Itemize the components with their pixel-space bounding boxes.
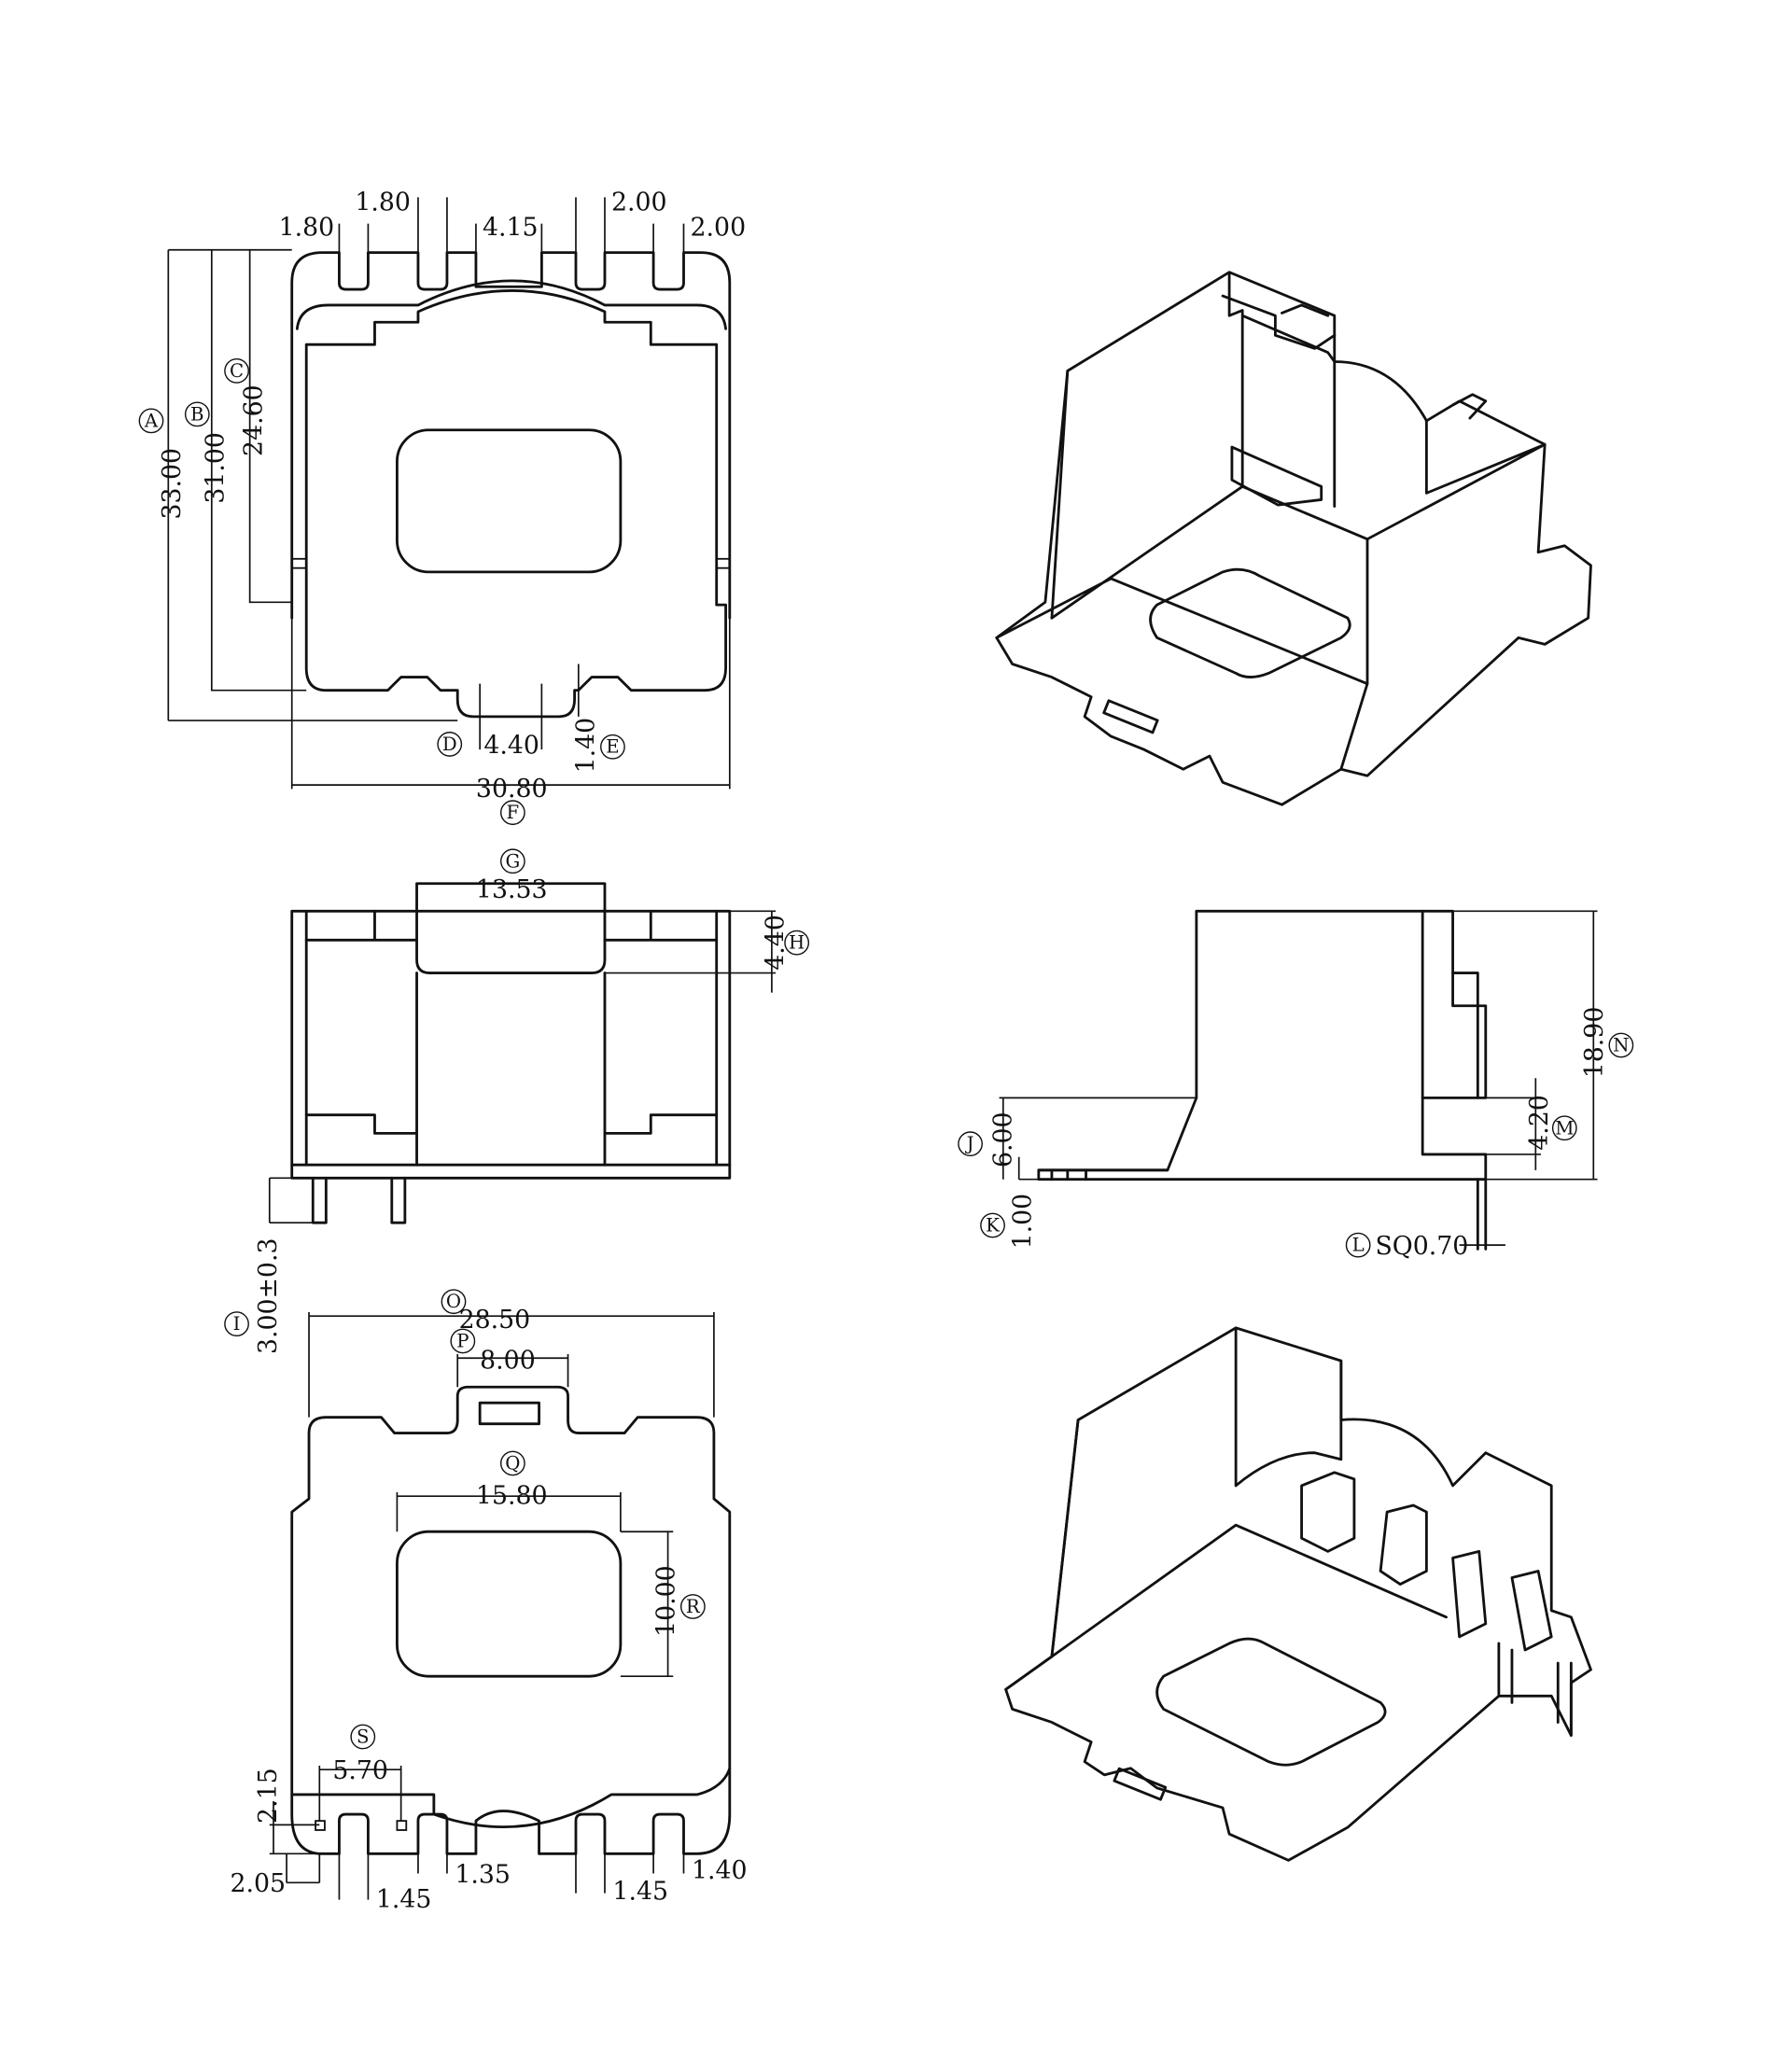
isometric-view-top bbox=[995, 271, 1592, 806]
front-view-body bbox=[290, 909, 732, 1180]
isometric-window bbox=[1149, 567, 1351, 678]
marker-H: H bbox=[784, 930, 810, 956]
marker-S: S bbox=[350, 1724, 376, 1750]
dim-M: 4.20 bbox=[1525, 1095, 1554, 1151]
dim-Q: 15.80 bbox=[476, 1482, 548, 1511]
dim-H: 4.40 bbox=[762, 915, 791, 971]
top-view-window bbox=[396, 428, 623, 574]
svg-text:O: O bbox=[446, 1291, 461, 1312]
top-view-inner-frame bbox=[295, 279, 727, 330]
dim-2-05: 2.05 bbox=[231, 1869, 287, 1898]
marker-J: J bbox=[958, 1131, 983, 1157]
top-view-base bbox=[304, 289, 727, 719]
marker-N: N bbox=[1608, 1032, 1634, 1058]
svg-text:A: A bbox=[144, 410, 159, 431]
svg-text:I: I bbox=[233, 1313, 241, 1335]
dim-slot-3: 2.00 bbox=[611, 189, 667, 217]
marker-R: R bbox=[679, 1594, 706, 1619]
dim-F: 30.80 bbox=[476, 775, 548, 804]
bottom-view-window bbox=[396, 1530, 623, 1678]
marker-L: L bbox=[1345, 1232, 1371, 1258]
side-view: 6.00 1.00 SQ0.70 4.20 18.90 J K L M N bbox=[958, 909, 1634, 1261]
bottom-view-slot bbox=[478, 1401, 540, 1426]
marker-Q: Q bbox=[499, 1450, 525, 1476]
svg-text:Q: Q bbox=[505, 1452, 520, 1474]
dim-slot-4: 2.00 bbox=[691, 213, 747, 242]
dim-1-40: 1.40 bbox=[692, 1856, 748, 1885]
svg-text:N: N bbox=[1613, 1035, 1629, 1056]
dim-1-45-right: 1.45 bbox=[612, 1878, 668, 1907]
svg-text:K: K bbox=[986, 1215, 1001, 1237]
marker-A: A bbox=[138, 408, 164, 434]
top-view: 1.80 1.80 4.15 2.00 2.00 33.00 31.00 24.… bbox=[138, 189, 747, 826]
dim-I: 3.00±0.3 bbox=[254, 1238, 283, 1355]
svg-text:P: P bbox=[456, 1330, 469, 1351]
front-view: 13.53 4.40 3.00±0.3 G H I bbox=[224, 848, 810, 1355]
marker-B: B bbox=[184, 401, 210, 427]
svg-text:C: C bbox=[230, 360, 244, 382]
dim-N: 18.90 bbox=[1580, 1007, 1609, 1079]
bottom-view: 28.50 8.00 15.80 10.00 5.70 2.15 2.05 1.… bbox=[231, 1289, 748, 1914]
svg-text:L: L bbox=[1352, 1235, 1365, 1256]
side-view-outline bbox=[1037, 909, 1488, 1181]
marker-G: G bbox=[499, 848, 525, 874]
dim-slot-2: 1.80 bbox=[355, 189, 411, 217]
isometric-window-bottom bbox=[1155, 1637, 1387, 1767]
svg-text:R: R bbox=[686, 1596, 701, 1617]
side-view-pin bbox=[1476, 1178, 1488, 1251]
dim-L: SQ0.70 bbox=[1375, 1232, 1468, 1261]
marker-M: M bbox=[1551, 1115, 1577, 1141]
dim-R: 10.00 bbox=[652, 1565, 681, 1637]
marker-O: O bbox=[441, 1289, 467, 1315]
marker-C: C bbox=[224, 357, 249, 384]
dim-slot-1: 1.80 bbox=[279, 213, 335, 242]
svg-text:F: F bbox=[507, 802, 520, 823]
dim-K: 1.00 bbox=[1008, 1194, 1037, 1250]
dim-P: 8.00 bbox=[480, 1347, 536, 1376]
dim-D: 4.40 bbox=[483, 731, 539, 760]
dim-G: 13.53 bbox=[476, 875, 548, 904]
dim-A: 33.00 bbox=[158, 448, 187, 520]
svg-text:E: E bbox=[606, 736, 619, 758]
marker-D: D bbox=[437, 732, 463, 757]
bottom-view-outline bbox=[290, 1385, 732, 1855]
dim-O: 28.50 bbox=[459, 1306, 531, 1335]
pin-mark bbox=[396, 1820, 408, 1831]
dim-gap: 4.15 bbox=[483, 213, 539, 242]
marker-I: I bbox=[224, 1311, 249, 1337]
isometric-view-bottom bbox=[1004, 1326, 1592, 1862]
svg-text:H: H bbox=[789, 932, 805, 954]
svg-text:M: M bbox=[1555, 1117, 1574, 1139]
svg-text:G: G bbox=[505, 850, 520, 872]
svg-text:J: J bbox=[965, 1133, 974, 1154]
dim-E: 1.40 bbox=[572, 718, 601, 774]
dim-2-15: 2.15 bbox=[254, 1768, 283, 1824]
marker-K: K bbox=[980, 1212, 1005, 1238]
marker-F: F bbox=[499, 800, 525, 826]
svg-text:B: B bbox=[190, 403, 203, 425]
dim-C: 24.60 bbox=[239, 384, 268, 456]
dim-1-45-left: 1.45 bbox=[376, 1885, 432, 1914]
dim-S: 5.70 bbox=[332, 1756, 388, 1785]
marker-P: P bbox=[450, 1328, 476, 1354]
svg-text:S: S bbox=[357, 1726, 370, 1747]
dim-B: 31.00 bbox=[201, 432, 230, 504]
dim-J: 6.00 bbox=[988, 1111, 1017, 1167]
marker-E: E bbox=[600, 734, 625, 760]
front-view-pins bbox=[311, 1176, 407, 1224]
dim-1-35: 1.35 bbox=[455, 1860, 511, 1889]
svg-text:D: D bbox=[442, 734, 457, 755]
top-view-outline bbox=[290, 251, 732, 620]
front-view-center-block bbox=[415, 882, 607, 1167]
